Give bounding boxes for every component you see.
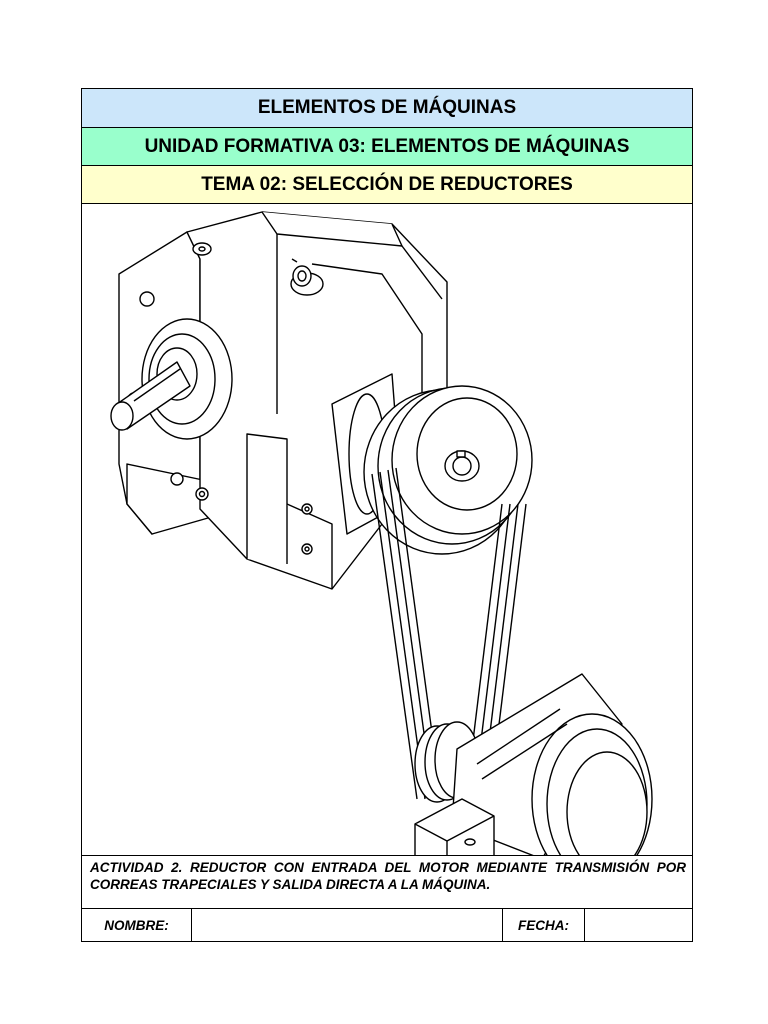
name-field[interactable] <box>192 909 503 941</box>
course-title: ELEMENTOS DE MÁQUINAS <box>82 89 692 128</box>
electric-motor <box>451 673 653 855</box>
v-belts <box>371 467 527 800</box>
worksheet: ELEMENTOS DE MÁQUINAS UNIDAD FORMATIVA 0… <box>81 88 693 942</box>
activity-description: ACTIVIDAD 2. REDUCTOR CON ENTRADA DEL MO… <box>82 855 692 909</box>
output-shaft <box>110 318 233 440</box>
unit-title: UNIDAD FORMATIVA 03: ELEMENTOS DE MÁQUIN… <box>82 128 692 166</box>
signature-row: NOMBRE: FECHA: <box>82 909 692 941</box>
date-field[interactable] <box>585 909 691 941</box>
topic-title: TEMA 02: SELECCIÓN DE REDUCTORES <box>82 166 692 204</box>
driven-pulley <box>363 385 533 555</box>
housing-bolts <box>195 487 313 555</box>
date-label: FECHA: <box>503 909 585 941</box>
reducer-drawing <box>82 204 691 855</box>
terminal-box <box>414 798 495 855</box>
eye-bolt <box>290 258 324 296</box>
name-label: NOMBRE: <box>82 909 192 941</box>
